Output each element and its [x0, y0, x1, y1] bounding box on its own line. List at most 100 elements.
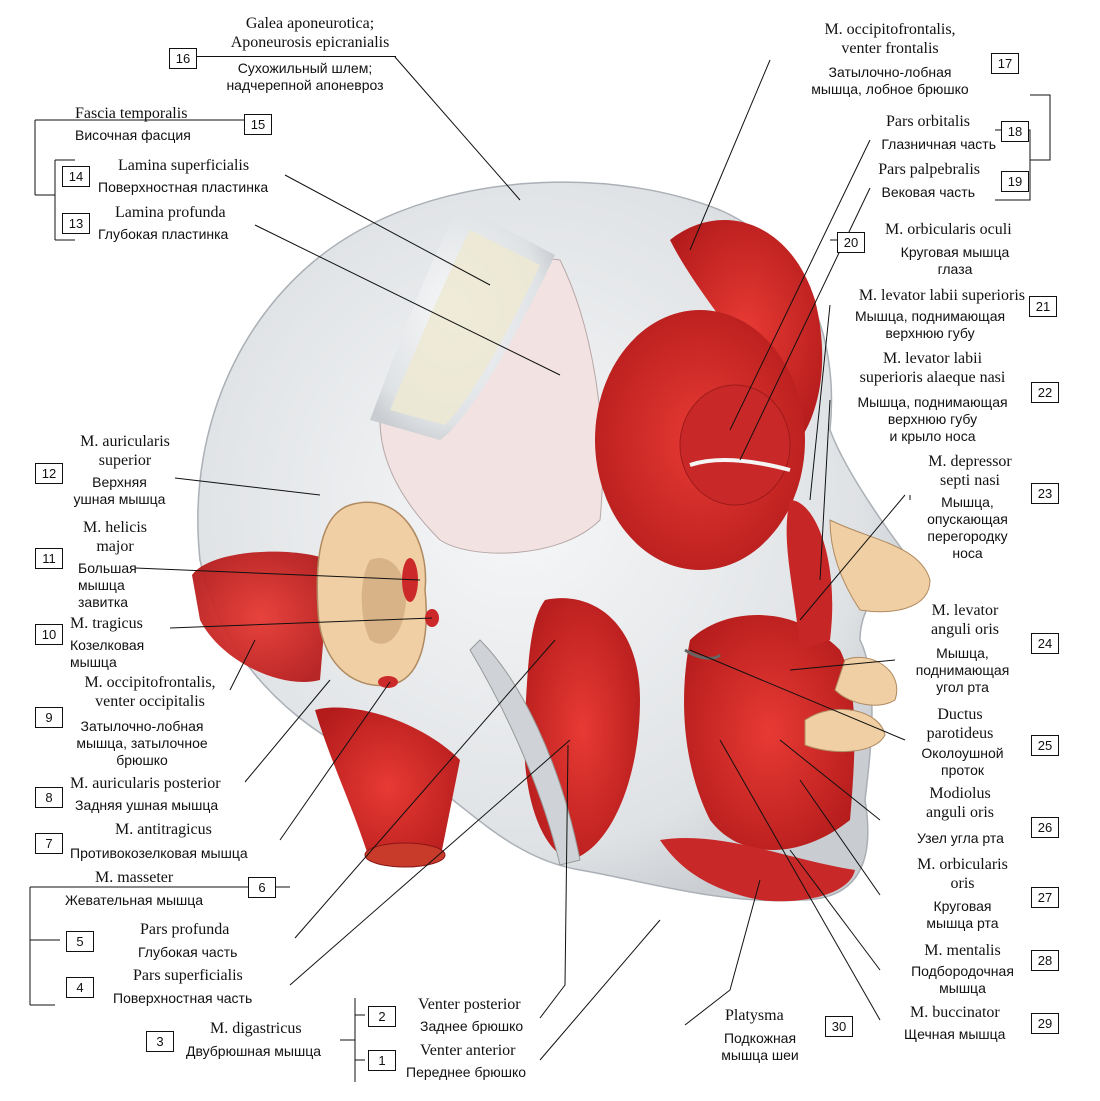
label-russian-18: Глазничная часть	[881, 136, 996, 152]
label-latin-24: M. levator anguli oris	[931, 602, 999, 638]
label-latin-8: M. auricularis posterior	[70, 775, 221, 792]
label-russian-2: Заднее брюшко	[420, 1018, 524, 1034]
label-number-19: 19	[1001, 171, 1029, 192]
label-latin-23: M. depressor septi nasi	[928, 453, 1012, 489]
leader-lines	[29, 56, 1051, 1082]
label-russian-20: Круговая мышца глаза	[900, 244, 1010, 277]
label-latin-30: Platysma	[725, 1007, 784, 1024]
label-latin-11: M. helicis major	[83, 519, 147, 555]
label-number-13: 13	[62, 213, 90, 234]
label-latin-29: M. buccinator	[910, 1004, 1000, 1021]
perioral-muscles	[684, 615, 855, 850]
eyelid-part	[679, 384, 791, 506]
label-russian-23: Мышца, опускающая перегородку носа	[927, 494, 1008, 561]
label-number-16: 16	[169, 48, 197, 69]
label-latin-2: Venter posterior	[418, 996, 521, 1013]
label-latin-4: Pars superficialis	[133, 967, 243, 984]
label-number-3: 3	[146, 1031, 174, 1052]
label-russian-16: Сухожильный шлем; надчерепной апоневроз	[226, 60, 384, 93]
label-number-5: 5	[66, 931, 94, 952]
label-russian-11: Большая мышца завитка	[78, 560, 137, 610]
label-number-29: 29	[1031, 1013, 1059, 1034]
parotid-duct	[684, 648, 722, 660]
label-russian-4: Поверхностная часть	[113, 990, 253, 1006]
label-russian-29: Щечная мышца	[904, 1026, 1006, 1042]
label-number-30: 30	[825, 1016, 853, 1037]
label-number-1: 1	[368, 1050, 396, 1071]
label-number-20: 20	[837, 232, 865, 253]
label-number-17: 17	[991, 53, 1019, 74]
label-russian-5: Глубокая часть	[138, 944, 238, 960]
label-number-23: 23	[1031, 483, 1059, 504]
label-latin-28: M. mentalis	[924, 942, 1001, 959]
label-latin-14: Lamina superficialis	[118, 157, 250, 174]
label-russian-10: Козелковая мышца	[70, 637, 145, 670]
label-number-11: 11	[35, 548, 63, 569]
label-latin-3: M. digastricus	[210, 1020, 302, 1037]
label-number-4: 4	[66, 977, 94, 998]
label-latin-7: M. antitragicus	[115, 821, 212, 838]
label-number-8: 8	[35, 787, 63, 808]
label-latin-6: M. masseter	[95, 869, 174, 886]
label-russian-28: Подбородочная мышца	[911, 963, 1014, 996]
label-number-26: 26	[1031, 817, 1059, 838]
digastric	[469, 639, 581, 866]
label-number-15: 15	[244, 114, 272, 135]
label-number-24: 24	[1031, 633, 1059, 654]
label-latin-9: M. occipitofrontalis, venter occipitalis	[84, 674, 216, 710]
label-latin-26: Modiolus anguli oris	[926, 785, 994, 821]
label-number-9: 9	[35, 707, 63, 728]
ear-inner	[361, 558, 406, 644]
label-russian-9: Затылочно-лобная мышца, затылочное брюшк…	[76, 718, 208, 768]
label-latin-1: Venter anterior	[420, 1042, 516, 1059]
label-russian-12: Верхняя ушная мышца	[73, 474, 166, 507]
label-russian-26: Узел угла рта	[917, 830, 1004, 846]
label-number-21: 21	[1029, 296, 1057, 317]
label-number-6: 6	[248, 877, 276, 898]
label-russian-21: Мышца, поднимающая верхнюю губу	[854, 308, 1006, 341]
label-number-28: 28	[1031, 950, 1059, 971]
label-latin-22: M. levator labii superioris alaeque nasi	[859, 350, 1006, 386]
label-latin-12: M. auricularis superior	[80, 433, 170, 469]
label-russian-8: Задняя ушная мышца	[75, 797, 219, 813]
label-latin-27: M. orbicularis oris	[917, 856, 1008, 892]
label-number-25: 25	[1031, 735, 1059, 756]
occipital-muscle	[192, 551, 330, 682]
levator-labii	[786, 500, 833, 650]
label-latin-19: Pars palpebralis	[878, 161, 980, 178]
platysma	[660, 837, 855, 902]
label-russian-14: Поверхностная пластинка	[98, 179, 269, 195]
label-number-2: 2	[368, 1006, 396, 1027]
label-number-10: 10	[35, 624, 63, 645]
label-latin-5: Pars profunda	[140, 921, 230, 938]
label-russian-30: Подкожная мышца шеи	[721, 1030, 799, 1063]
label-russian-22: Мышца, поднимающая верхнюю губу и крыло …	[857, 394, 1008, 444]
label-number-18: 18	[1001, 121, 1029, 142]
neck-cut-surface	[364, 842, 446, 868]
label-russian-27: Круговая мышца рта	[926, 898, 999, 931]
label-russian-7: Противокозелковая мышца	[70, 845, 248, 861]
label-russian-13: Глубокая пластинка	[98, 226, 229, 242]
label-latin-21: M. levator labii superioris	[858, 287, 1025, 304]
lower-lip	[804, 708, 886, 753]
label-russian-19: Вековая часть	[881, 184, 975, 200]
upper-lip	[834, 656, 898, 706]
label-russian-24: Мышца, поднимающая угол рта	[915, 645, 1010, 695]
antitragus-muscle	[378, 676, 398, 688]
label-number-7: 7	[35, 833, 63, 854]
label-russian-6: Жевательная мышца	[65, 892, 204, 908]
galea-texture	[390, 230, 540, 425]
label-number-22: 22	[1031, 382, 1059, 403]
nose	[829, 519, 931, 613]
label-number-12: 12	[35, 463, 63, 484]
label-number-27: 27	[1031, 887, 1059, 908]
neck-muscle	[315, 707, 460, 867]
eye-slit	[689, 458, 791, 472]
label-number-14: 14	[62, 166, 90, 187]
label-latin-16: Galea aponeurotica; Aponeurosis epicrani…	[230, 15, 390, 51]
label-latin-25: Ductus parotideus	[926, 706, 994, 742]
label-latin-13: Lamina profunda	[115, 204, 226, 221]
divider-16	[196, 56, 396, 57]
